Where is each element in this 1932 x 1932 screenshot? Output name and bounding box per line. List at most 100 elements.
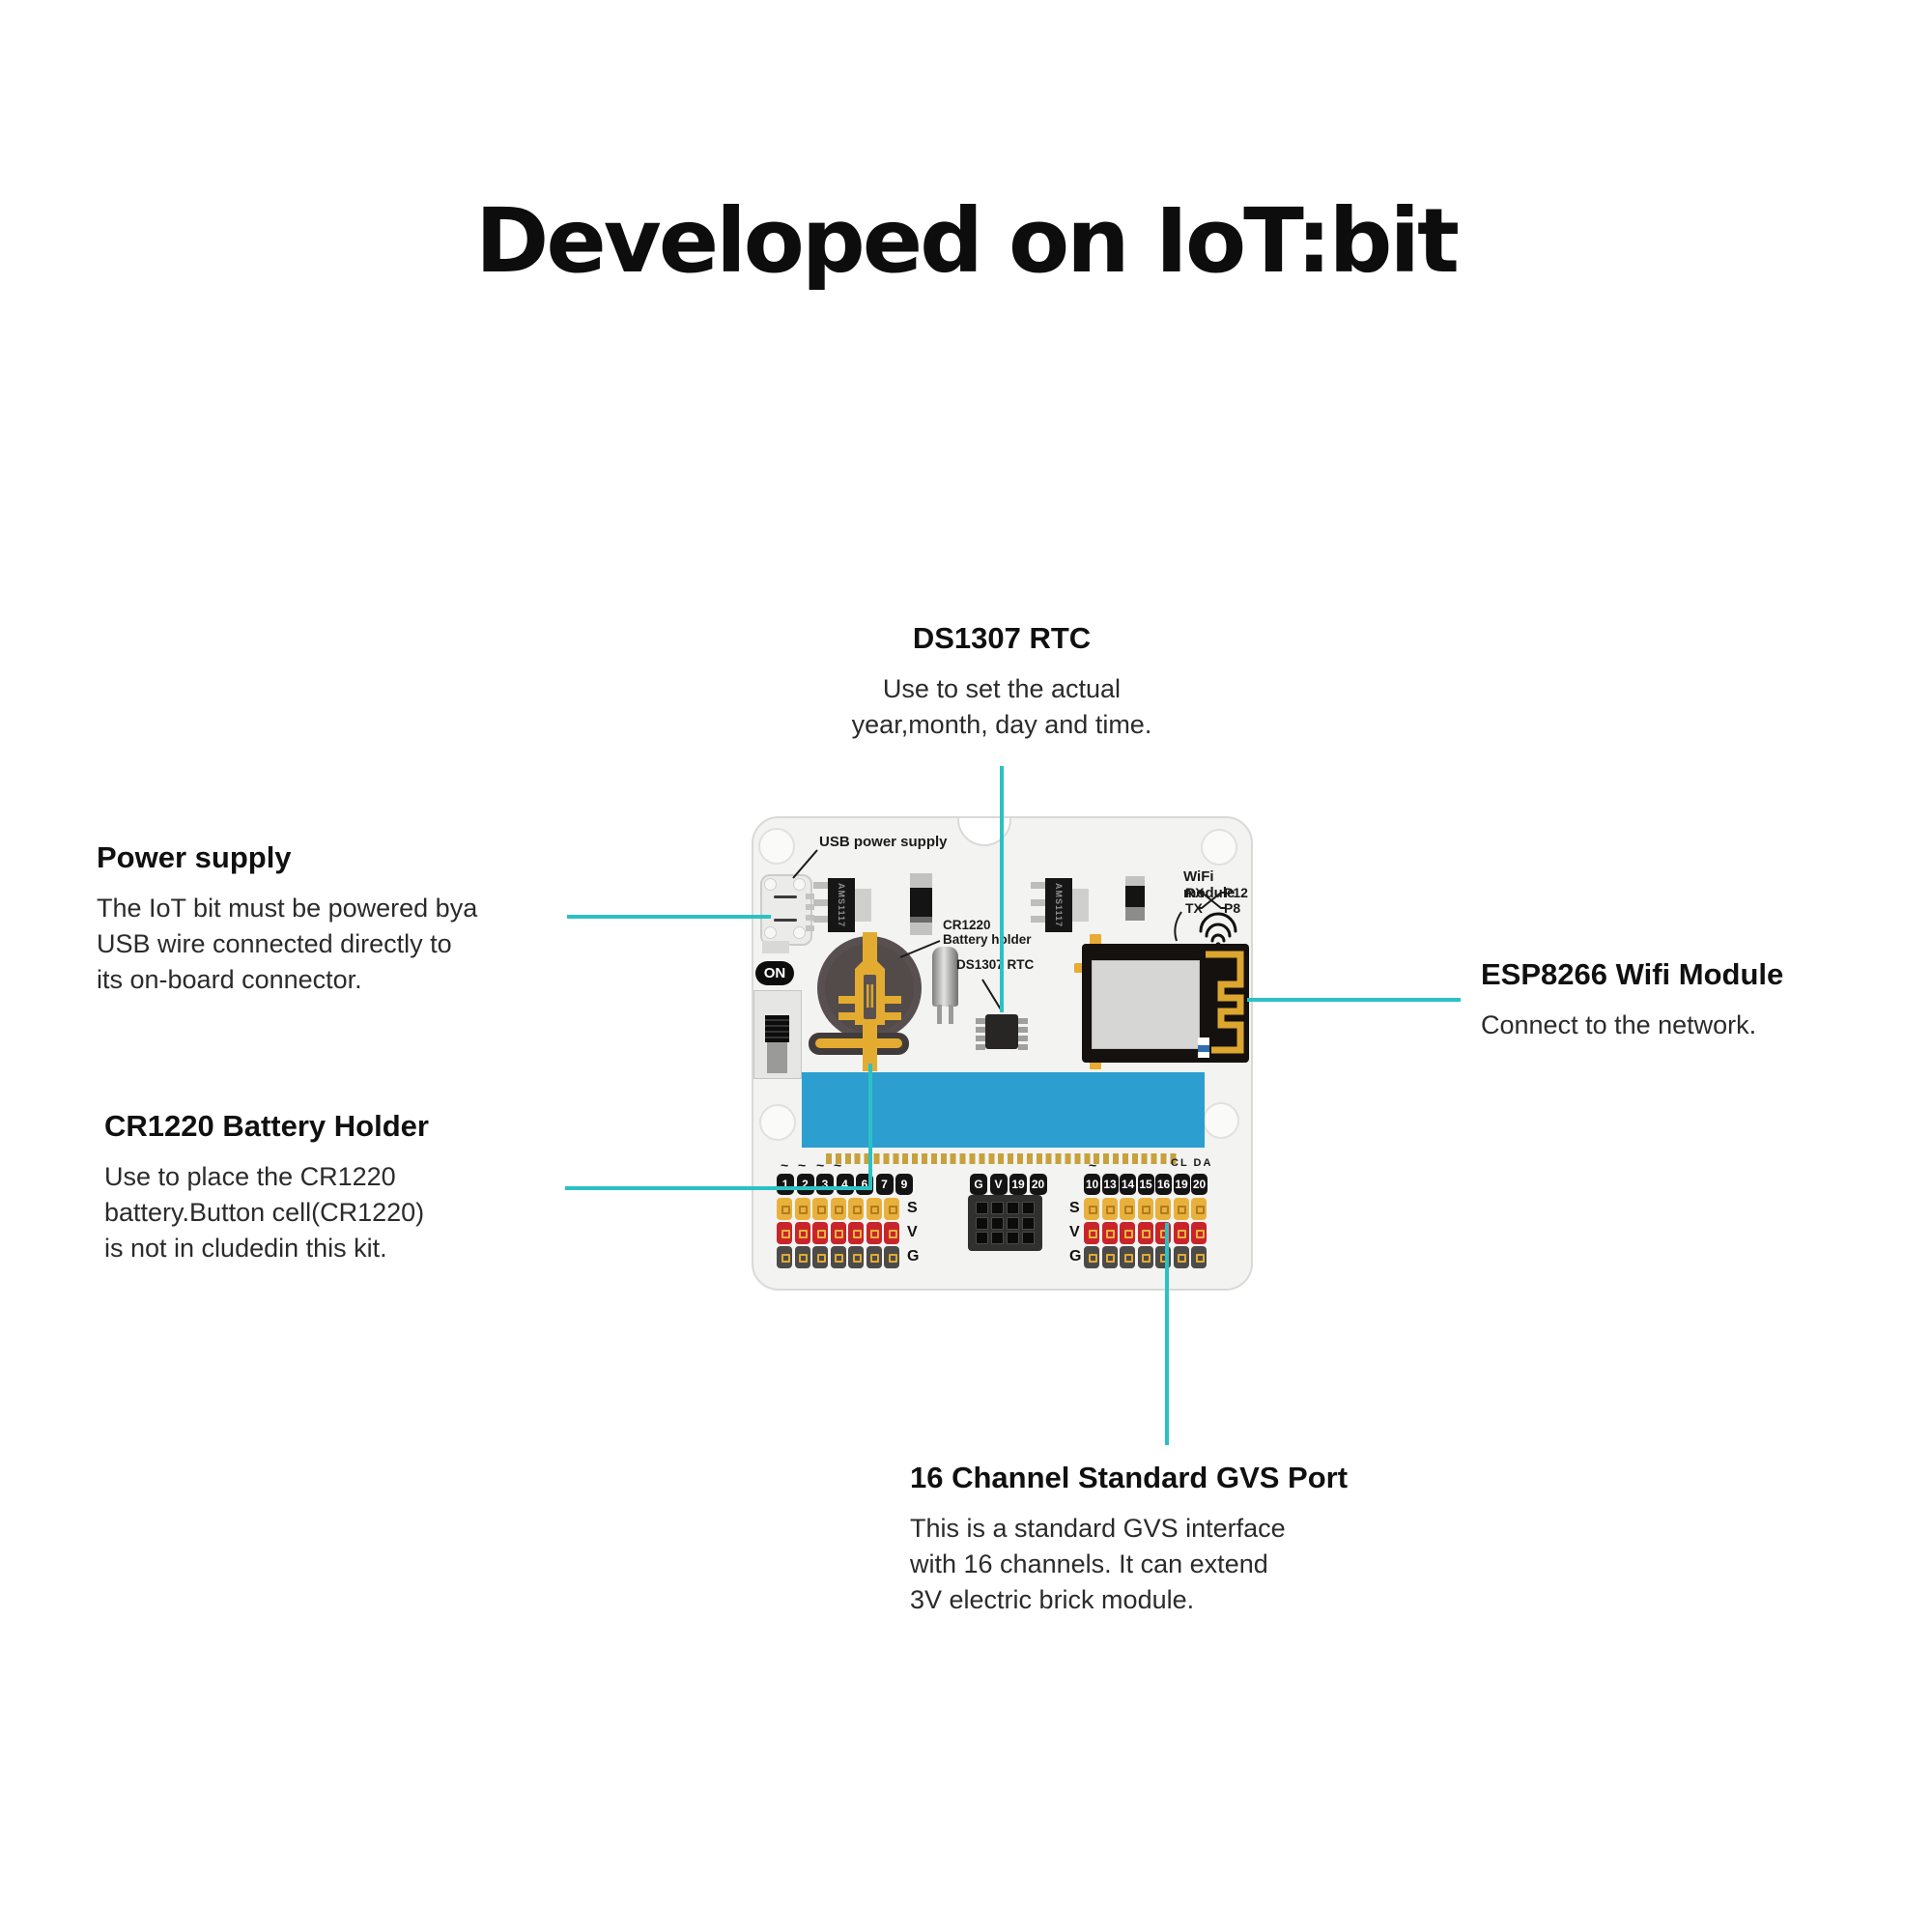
callout-line-power: [567, 915, 771, 919]
power-switch[interactable]: [753, 990, 802, 1079]
ds1307-chip: [985, 1014, 1018, 1049]
pin-cell: [1191, 1222, 1207, 1244]
annotation-gvs-line: with 16 channels. It can extend: [910, 1549, 1268, 1578]
right-signal-row[interactable]: [1084, 1198, 1207, 1220]
callout-line-esp: [1247, 998, 1461, 1002]
annotation-rtc-heading: DS1307 RTC: [912, 621, 1092, 655]
annotation-esp-heading: ESP8266 Wifi Module: [1481, 957, 1784, 991]
right-pin-labels: 10 13 14 15 16 19 20: [1084, 1174, 1208, 1195]
callout-line-gvs: [1165, 1223, 1169, 1445]
rtc-pointer-line: [981, 979, 1002, 1010]
row-letter-v: V: [1069, 1224, 1080, 1240]
ds1307-silk-label: DS1307 RTC: [956, 957, 1035, 972]
callout-line-rtc: [1000, 766, 1004, 1012]
on-label: ON: [755, 961, 794, 985]
annotation-power-heading: Power supply: [97, 840, 292, 874]
pin-cell: [1101, 1246, 1118, 1268]
crystal-oscillator: [932, 947, 958, 1007]
pin-cell: [1137, 1246, 1153, 1268]
pin-cell: [1074, 963, 1087, 973]
pin-cell: [1101, 1222, 1118, 1244]
pin-cell: [794, 1198, 810, 1220]
pin-cell: [1022, 1216, 1035, 1230]
pwm-tilde: ~: [781, 1157, 789, 1173]
left-signal-row[interactable]: [777, 1198, 899, 1220]
pin-cell: [1120, 1198, 1135, 1220]
pin-cell: [1084, 1222, 1099, 1244]
pin-cell: [1191, 1246, 1207, 1268]
pin-cell: [1120, 1246, 1135, 1268]
pin-cell: [866, 1222, 882, 1244]
pin-cell: [1173, 1222, 1189, 1244]
pin-label: 14: [1120, 1174, 1136, 1195]
pwm-tilde: ~: [834, 1157, 842, 1173]
pin-cell: [848, 1198, 864, 1220]
pin-label: 7: [875, 1174, 894, 1195]
rx-label: RX: [1185, 885, 1205, 900]
row-letter-s: S: [1069, 1200, 1080, 1216]
annotation-battery: CR1220 Battery Holder Use to place the C…: [104, 1109, 607, 1266]
crystal-leg: [949, 1005, 953, 1024]
left-ground-row[interactable]: [777, 1246, 899, 1268]
row-letter-s: S: [907, 1200, 918, 1216]
pin-cell: [884, 1222, 899, 1244]
pin-label: 9: [895, 1174, 913, 1195]
switch-knob-lower: [767, 1042, 787, 1073]
usb-power-supply-label: USB power supply: [819, 834, 948, 850]
esp8266-module: [1082, 944, 1249, 1063]
p8-label: P8: [1224, 900, 1241, 916]
annotation-rtc-line: year,month, day and time.: [851, 710, 1152, 739]
right-ground-row[interactable]: [1084, 1246, 1207, 1268]
pin-cell: [777, 1222, 792, 1244]
row-letter-g: G: [1069, 1248, 1082, 1264]
switch-silk-rect: [762, 941, 789, 953]
pin-cell: [1007, 1216, 1019, 1230]
pin-cell: [1007, 1202, 1019, 1214]
pin-cell: [991, 1232, 1004, 1244]
pin-label: G: [970, 1174, 987, 1195]
annotation-rtc-line: Use to set the actual: [882, 674, 1122, 703]
pin-cell: [1137, 1222, 1153, 1244]
pin-cell: [777, 1246, 792, 1268]
pin-cell: [794, 1222, 810, 1244]
pin-cell: [1120, 1222, 1135, 1244]
row-letter-v: V: [907, 1224, 918, 1240]
pin-cell: [1022, 1232, 1035, 1244]
pin-cell: [777, 1198, 792, 1220]
pin-cell: [884, 1246, 899, 1268]
pin-cell: [1173, 1198, 1189, 1220]
annotation-gvs-line: This is a standard GVS interface: [910, 1514, 1286, 1543]
tx-p12-cross-line: [1197, 892, 1226, 909]
pin-cell: [976, 1202, 988, 1214]
pin-cell: [794, 1246, 810, 1268]
pwm-tilde: ~: [798, 1157, 807, 1173]
pin-label: 20: [1191, 1174, 1208, 1195]
female-header-socket[interactable]: [968, 1195, 1042, 1251]
annotation-battery-line: battery.Button cell(CR1220): [104, 1198, 425, 1227]
pin-cell: [1084, 1246, 1099, 1268]
annotation-power: Power supply The IoT bit must be powered…: [97, 840, 599, 998]
row-letter-g: G: [907, 1248, 920, 1264]
switch-knob[interactable]: [765, 1015, 789, 1042]
pwm-tilde: ~: [816, 1157, 825, 1173]
left-pin-labels: 1 2 3 4 6 7 9: [777, 1174, 913, 1195]
pin-cell: [830, 1198, 846, 1220]
pin-cell: [848, 1222, 864, 1244]
pin-cell: [812, 1246, 828, 1268]
p12-label: P12: [1224, 885, 1248, 900]
pin-cell: [830, 1246, 846, 1268]
annotation-power-line: USB wire connected directly to: [97, 929, 452, 958]
wifi-icon: [1199, 912, 1237, 948]
pin-cell: [976, 1216, 988, 1230]
annotation-rtc: DS1307 RTC Use to set the actual year,mo…: [760, 621, 1243, 743]
diode-component: [910, 873, 932, 935]
pin-cell: [1191, 1198, 1207, 1220]
left-voltage-row[interactable]: [777, 1222, 899, 1244]
middle-pin-labels: G V 19 20: [970, 1174, 1047, 1195]
pin-label: 13: [1101, 1174, 1119, 1195]
pin-cell: [1137, 1198, 1153, 1220]
annotation-esp-line: Connect to the network.: [1481, 1010, 1757, 1039]
pin-cell: [991, 1216, 1004, 1230]
pin-cell: [1101, 1198, 1118, 1220]
mounting-hole: [759, 1104, 796, 1141]
